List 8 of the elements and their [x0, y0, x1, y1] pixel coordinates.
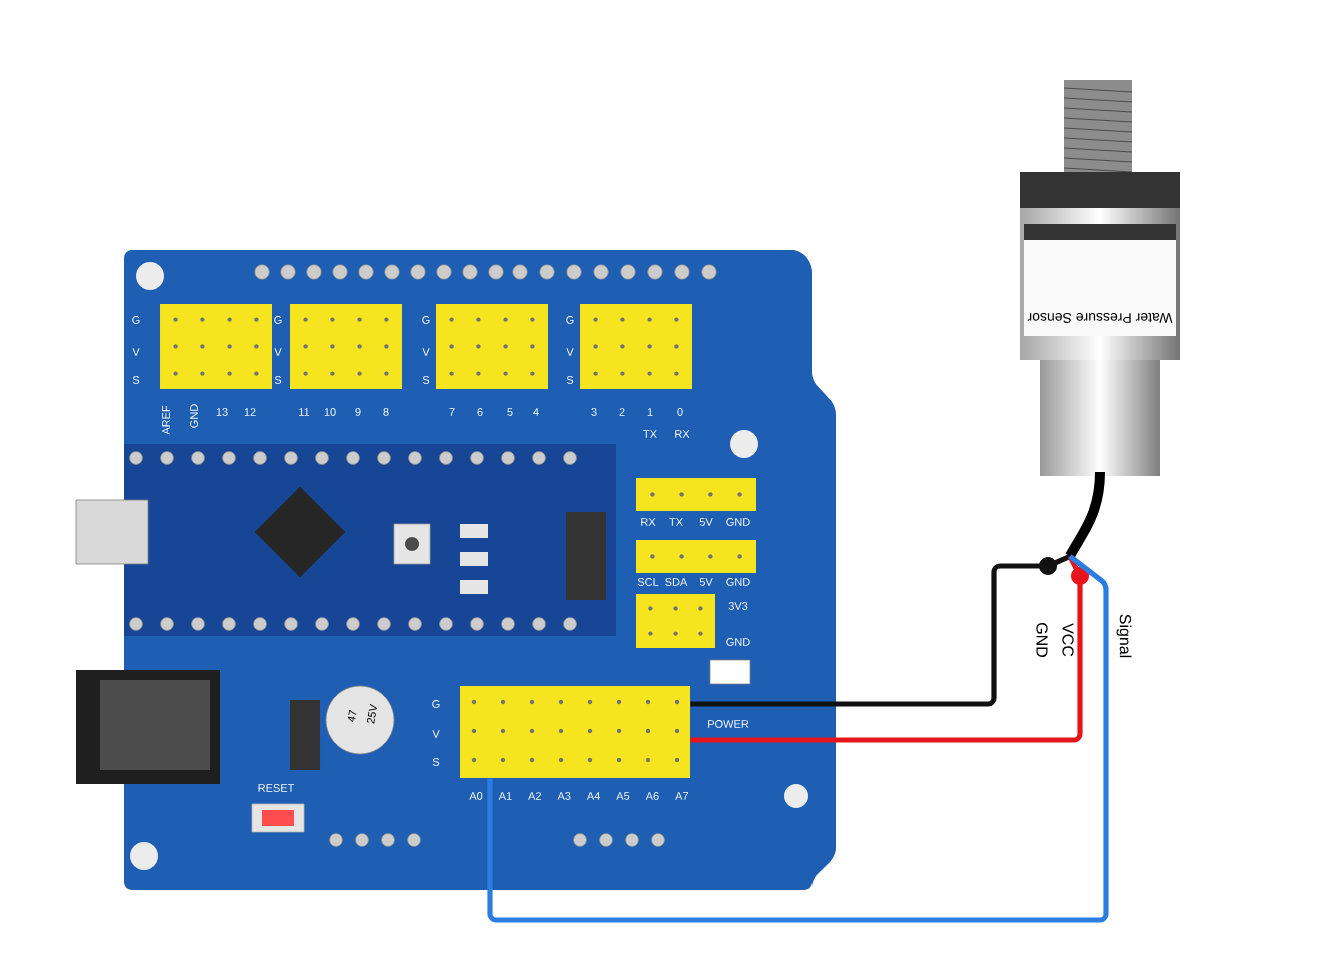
- analog-pin-header: [460, 686, 690, 778]
- wire: [690, 555, 1089, 743]
- shield-board-drawing: [75, 250, 836, 890]
- wire: [487, 554, 1109, 923]
- wire-label: VCC: [1061, 621, 1075, 659]
- wire-label: GND: [1035, 621, 1049, 659]
- wire-label: Signal: [1115, 612, 1133, 660]
- wire: [690, 554, 1072, 707]
